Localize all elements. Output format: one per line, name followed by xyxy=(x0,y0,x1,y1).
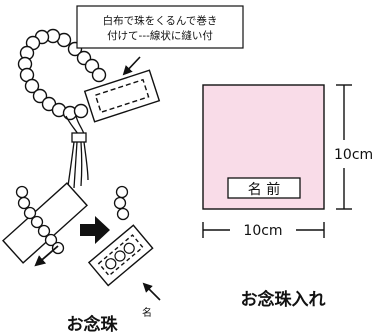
pouch-width-label: 10cm xyxy=(243,223,282,239)
pouch-name-label: 名 前 xyxy=(248,181,280,198)
pouch-illustration: 名 前 xyxy=(202,84,325,210)
rosary-tassel xyxy=(65,115,89,189)
callout-arrow xyxy=(122,56,141,76)
wrap-step-after xyxy=(87,185,161,301)
callout-line-2: 付けて---線状に縫い付 xyxy=(107,29,213,42)
name-mark-label: 名 xyxy=(142,306,152,319)
step-arrow xyxy=(80,216,110,244)
name-label-box xyxy=(227,177,301,199)
rosary-beads xyxy=(17,28,107,121)
height-dimension xyxy=(336,84,352,210)
width-dimension xyxy=(202,222,325,238)
wrap-step-before xyxy=(2,182,88,267)
callout-line-1: 白布で珠をくるんで巻き xyxy=(103,14,218,27)
rosary-caption: お念珠 xyxy=(67,314,119,335)
rosary-illustration xyxy=(17,28,161,189)
pouch-height-label: 10cm xyxy=(334,147,373,163)
cloth-tag xyxy=(83,69,161,123)
instruction-callout: 白布で珠をくるんで巻き 付けて---線状に縫い付 xyxy=(76,5,244,49)
pouch-caption: お念珠入れ xyxy=(241,289,326,310)
